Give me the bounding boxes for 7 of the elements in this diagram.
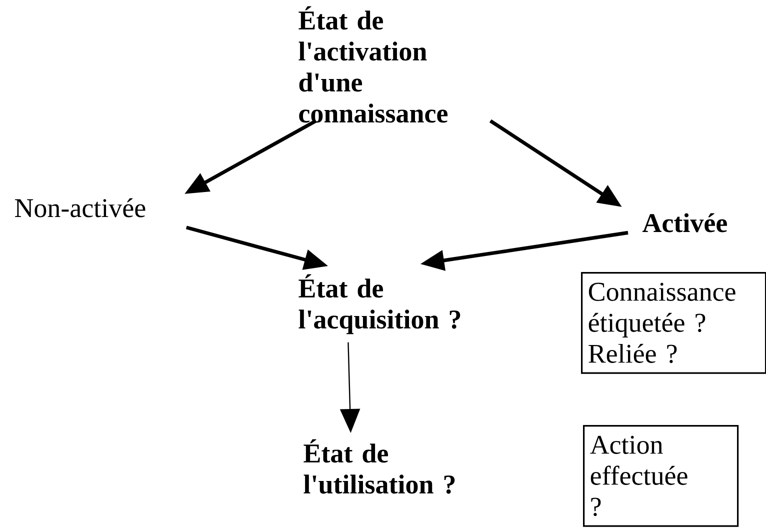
state-label: Activée	[642, 213, 727, 232]
heading-text: État de l'activation d'une connaissance	[298, 6, 448, 123]
note-box: Connaissance étiquetée ? Reliée ?	[581, 272, 766, 374]
state-label: État de l'acquisition ?	[298, 274, 460, 334]
state-label: État de l'utilisation ?	[304, 439, 455, 494]
state-label: Non-activée	[14, 198, 146, 218]
note-box: Action effectuée ?	[583, 425, 739, 527]
